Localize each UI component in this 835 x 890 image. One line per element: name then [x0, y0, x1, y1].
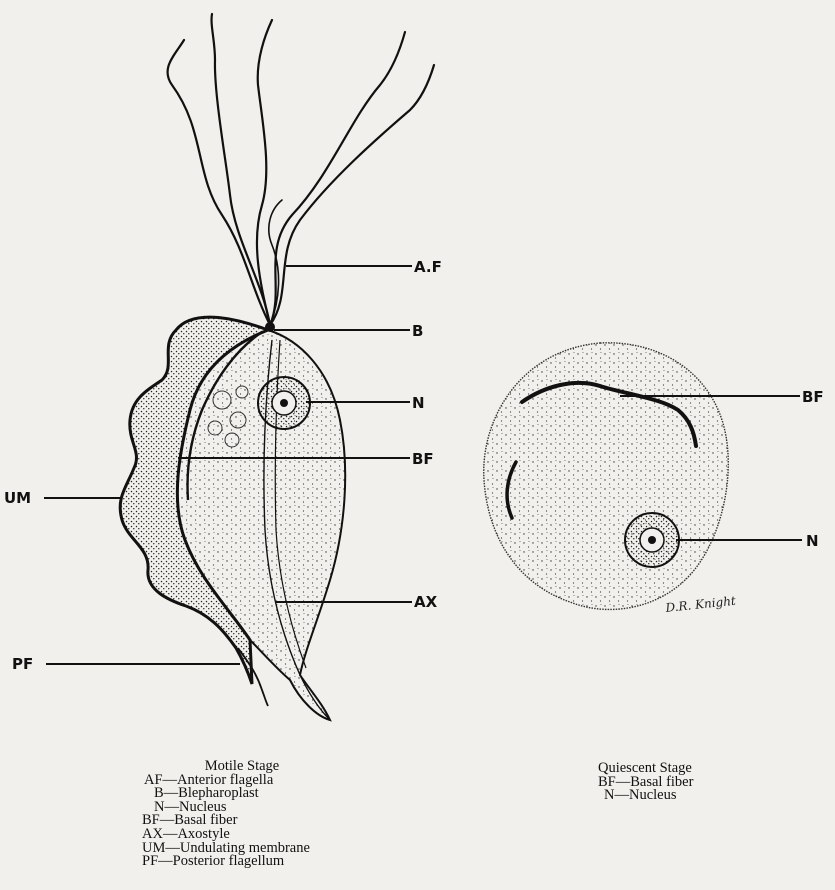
artist-signature: D.R. Knight — [664, 594, 737, 615]
motile-stage-figure: A.F B N BF UM AX PF — [4, 14, 442, 720]
label-af: A.F — [414, 258, 442, 276]
label-quiescent-n: N — [806, 532, 819, 550]
blepharoplast — [265, 322, 275, 332]
cyst-outline — [484, 343, 729, 610]
quiescent-stage-legend: Quiescent Stage BF—Basal fiber N—Nucleus — [598, 762, 798, 803]
motile-stage-legend: Motile Stage AF—Anterior flagella B—Blep… — [132, 760, 352, 869]
quiescent-nucleus — [625, 513, 679, 567]
motile-nucleus — [258, 377, 310, 429]
label-bf: BF — [412, 450, 434, 468]
label-ax: AX — [414, 593, 438, 611]
legend-item-quiescent-n: N—Nucleus — [598, 789, 798, 803]
label-pf: PF — [12, 655, 33, 673]
label-quiescent-bf: BF — [802, 388, 824, 406]
quiescent-stage-figure: BF N D.R. Knight — [484, 343, 824, 615]
anterior-flagella — [168, 14, 434, 325]
label-um: UM — [4, 489, 31, 507]
legend-item-pf: PF—Posterior flagellum — [132, 855, 352, 869]
label-n: N — [412, 394, 425, 412]
label-b: B — [412, 322, 423, 340]
